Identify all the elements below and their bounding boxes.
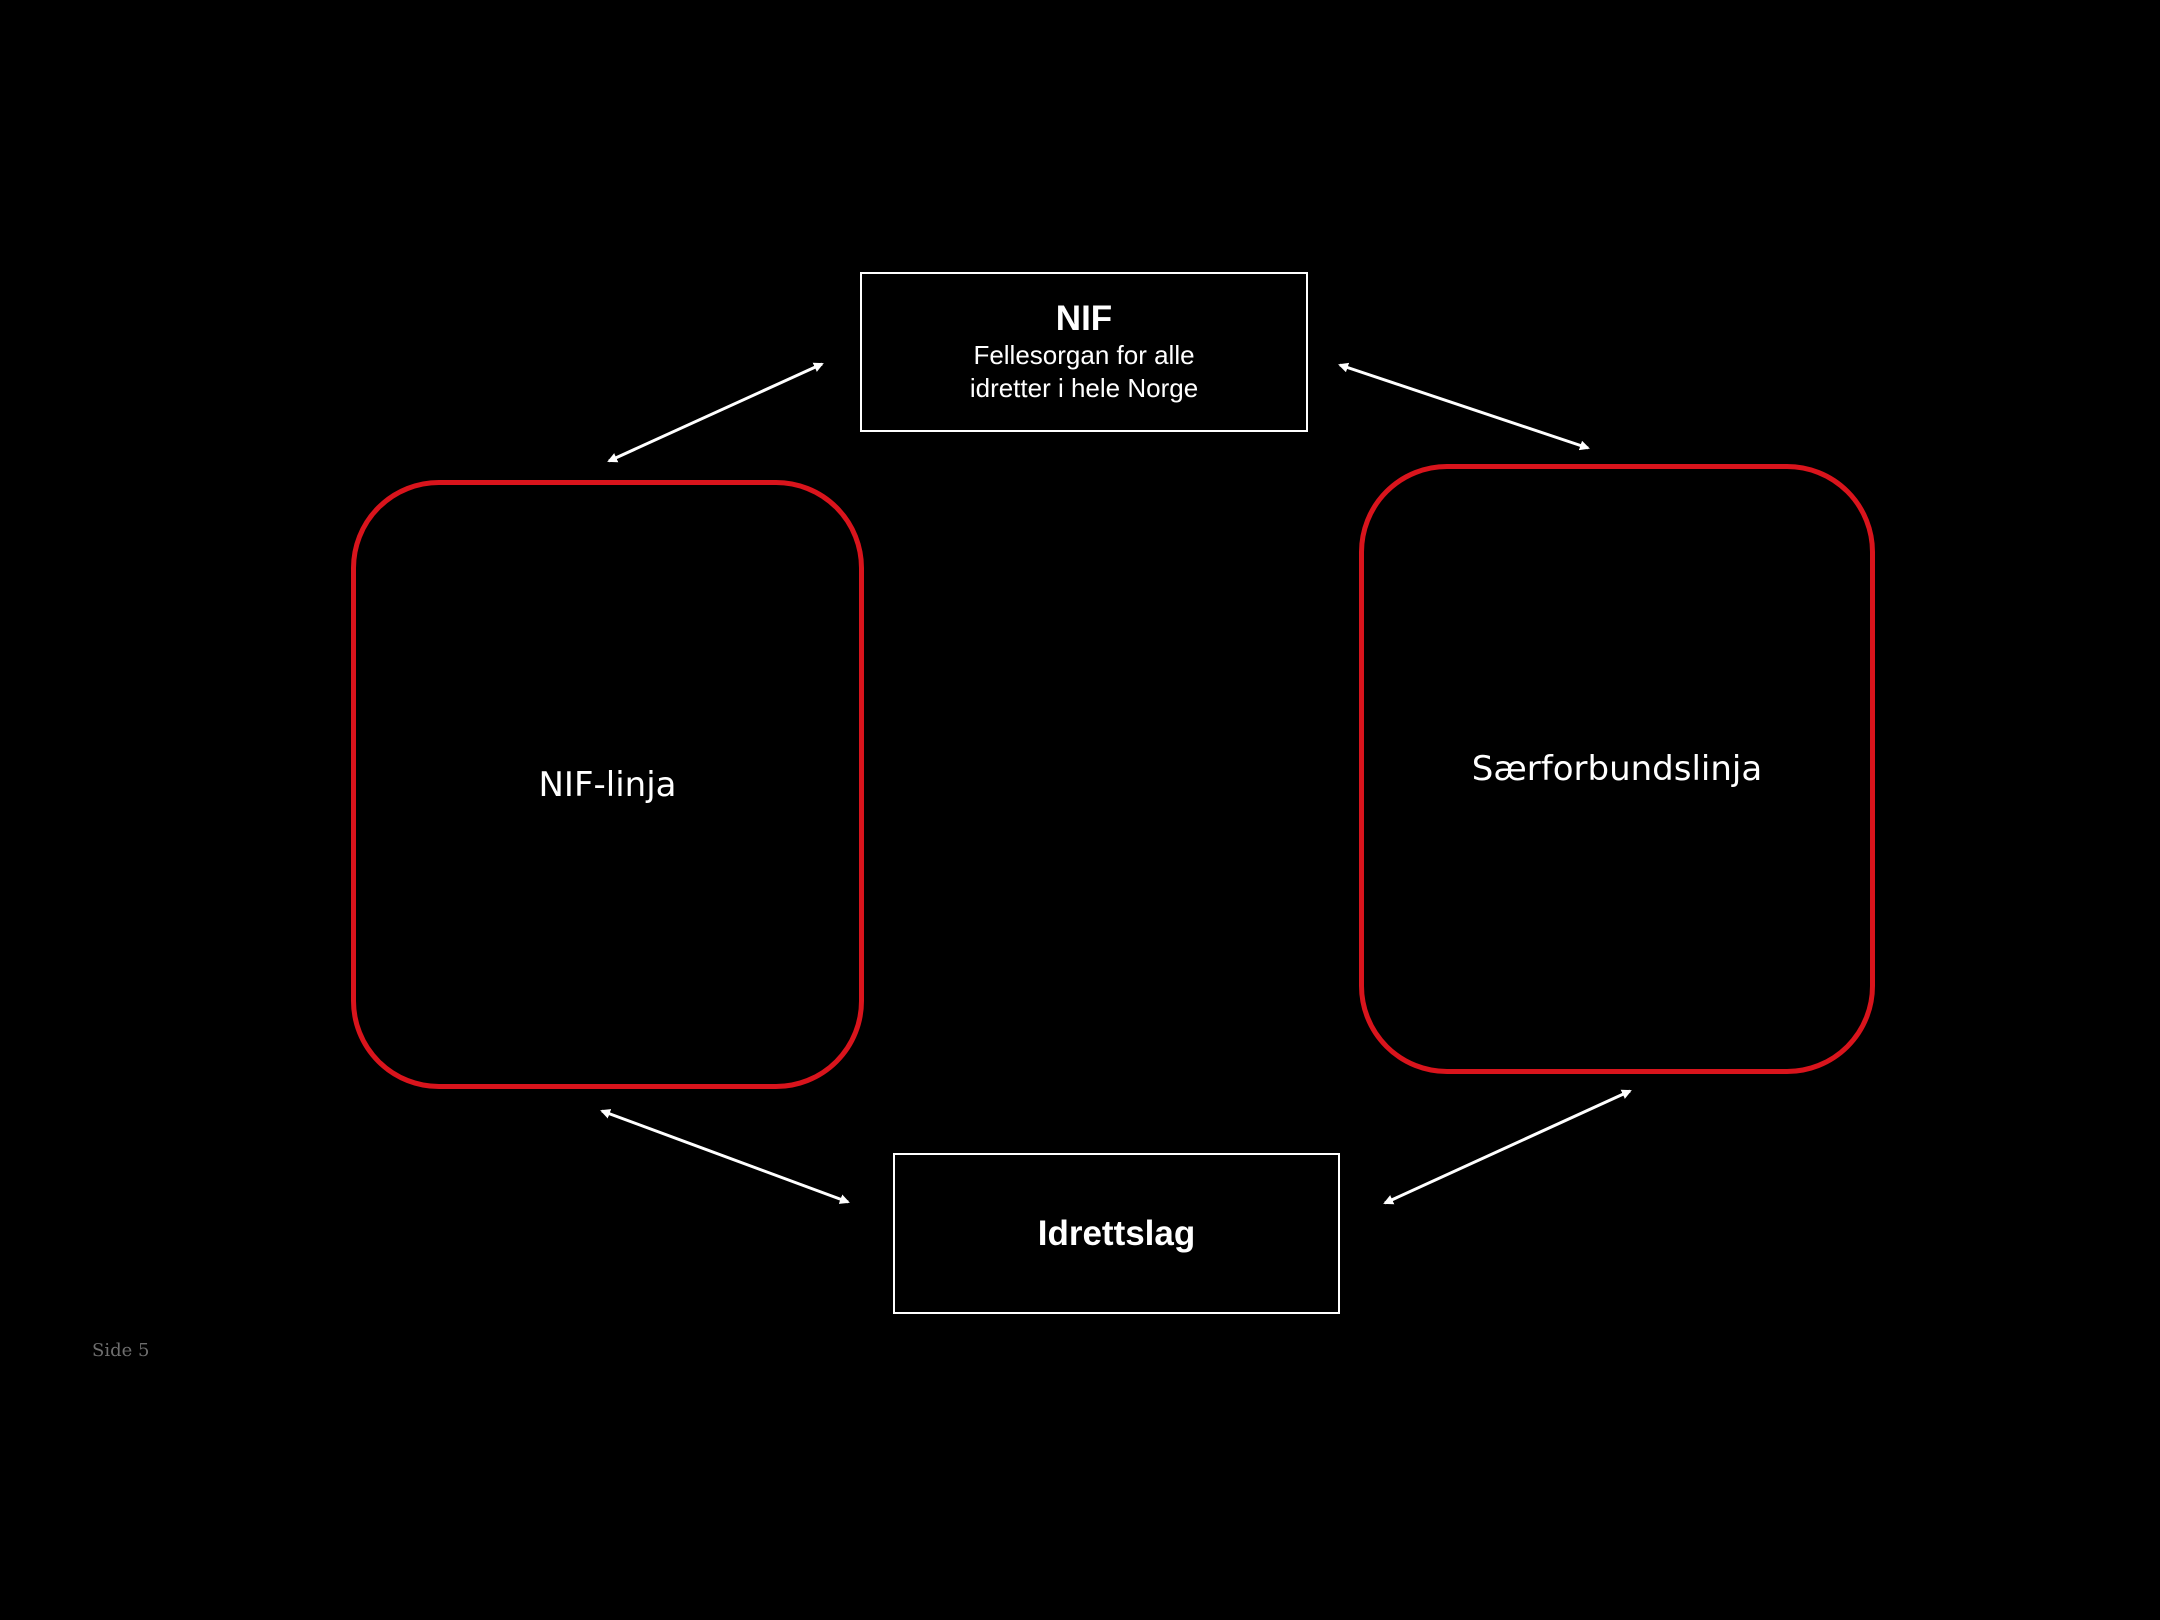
idrettslag-title: Idrettslag (1037, 1213, 1196, 1253)
page-number: Side 5 (92, 1340, 150, 1361)
nif-box: NIF Fellesorgan for alle idretter i hele… (860, 272, 1308, 432)
idrettslag-box: Idrettslag (893, 1153, 1340, 1314)
nif-subtitle-line1: Fellesorgan for alle (973, 340, 1195, 370)
arrow-nif-to-saerforbund (1338, 362, 1590, 451)
saerforbund-label: Særforbundslinja (1471, 749, 1763, 789)
nif-linja-panel: NIF-linja (351, 480, 864, 1089)
nif-title: NIF (1055, 299, 1113, 338)
nif-subtitle-line2: idretter i hele Norge (969, 373, 1199, 403)
arrow-nif-linja-to-idrettslag (600, 1109, 850, 1204)
arrow-saerforbund-to-idrettslag (1383, 1089, 1632, 1205)
saerforbund-panel: Særforbundslinja (1359, 464, 1875, 1074)
arrow-nif-to-nif-linja (607, 362, 824, 463)
nif-linja-label: NIF-linja (538, 764, 677, 805)
